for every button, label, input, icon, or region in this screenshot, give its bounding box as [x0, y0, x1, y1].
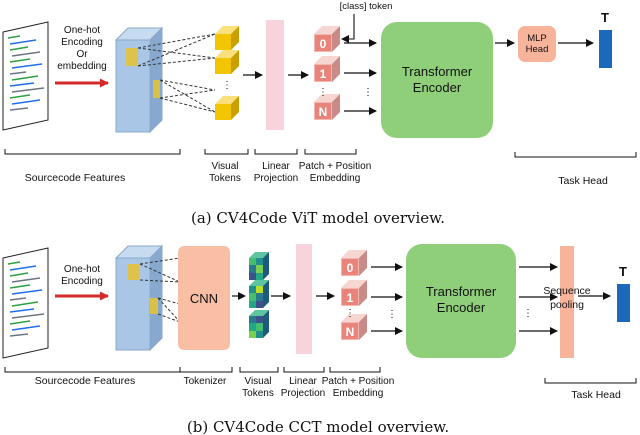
patch-cube-a-0: 0	[314, 26, 340, 52]
patch-embeddings-b: 0 1 N ⋮	[341, 250, 367, 340]
caption-a: (a) CV4Code ViT model overview.	[191, 209, 445, 227]
svg-text:N: N	[346, 325, 355, 339]
svg-text:0: 0	[320, 37, 327, 51]
svg-text:1: 1	[320, 67, 327, 81]
token-cube-a-3	[215, 96, 239, 120]
arrows-encoder-to-pool: ⋮	[519, 263, 558, 335]
bracket-lines-b	[4, 367, 637, 384]
arrows-patch-to-encoder-a: ⋮	[344, 39, 377, 115]
label-tokenizer: Tokenizer	[184, 376, 227, 387]
svg-text:⋮: ⋮	[222, 80, 232, 91]
output-label-b: T	[619, 264, 627, 279]
token-cube-b-1	[249, 252, 269, 280]
feature-block-a	[114, 26, 164, 134]
sequence-pooling-bar	[560, 246, 574, 358]
label-sourcecode-b: Sourcecode Features	[35, 375, 135, 387]
visual-tokens-b	[249, 252, 269, 338]
transformer-encoder-b	[406, 244, 516, 358]
linear-projection-bar-b	[296, 244, 312, 354]
arrows-patch-to-encoder-b: ⋮	[371, 263, 403, 335]
source-code-page-a	[2, 21, 49, 131]
svg-text:⋮: ⋮	[387, 309, 397, 320]
patch-cube-b-0: 0	[341, 250, 367, 276]
svg-text:1: 1	[347, 291, 354, 305]
class-token-arrow	[341, 14, 355, 43]
visual-tokens-a: ⋮	[215, 26, 239, 120]
output-bar-a	[599, 30, 612, 68]
patch-cube-a-n: N	[314, 94, 340, 120]
svg-text:⋮: ⋮	[523, 308, 533, 319]
mlp-head	[518, 26, 556, 62]
source-code-page-b	[2, 247, 49, 359]
token-cube-b-2	[249, 280, 269, 308]
label-task-head-b: Task Head	[571, 389, 621, 401]
patch-embeddings-a: 0 1 N ⋮	[314, 26, 340, 120]
output-label-a: T	[601, 10, 609, 25]
caption-b: (b) CV4Code CCT model overview.	[187, 418, 449, 435]
projection-lines-a	[137, 33, 216, 113]
cnn-tokenizer-box	[178, 246, 230, 350]
svg-text:⋮: ⋮	[345, 308, 355, 319]
transformer-encoder-a	[381, 22, 493, 138]
bracket-lines-a	[4, 149, 637, 158]
svg-text:⋮: ⋮	[318, 87, 328, 98]
svg-text:N: N	[319, 105, 328, 119]
output-bar-b	[617, 284, 630, 322]
label-task-head-a: Task Head	[558, 175, 608, 187]
token-cube-a-1	[215, 26, 239, 50]
svg-text:⋮: ⋮	[363, 87, 373, 98]
patch-cube-a-1: 1	[314, 56, 340, 82]
token-cube-b-3	[249, 310, 269, 338]
class-token-label: [class] token	[340, 1, 393, 12]
token-cube-a-2	[215, 50, 239, 74]
linear-projection-bar-a	[266, 20, 284, 130]
cnn-label: CNN	[190, 291, 218, 306]
projection-lines-b	[139, 257, 181, 323]
patch-cube-b-1: 1	[341, 280, 367, 306]
patch-cube-b-n: N	[341, 314, 367, 340]
label-sourcecode-a: Sourcecode Features	[25, 172, 125, 184]
feature-block-b	[114, 244, 164, 352]
svg-text:0: 0	[347, 261, 354, 275]
